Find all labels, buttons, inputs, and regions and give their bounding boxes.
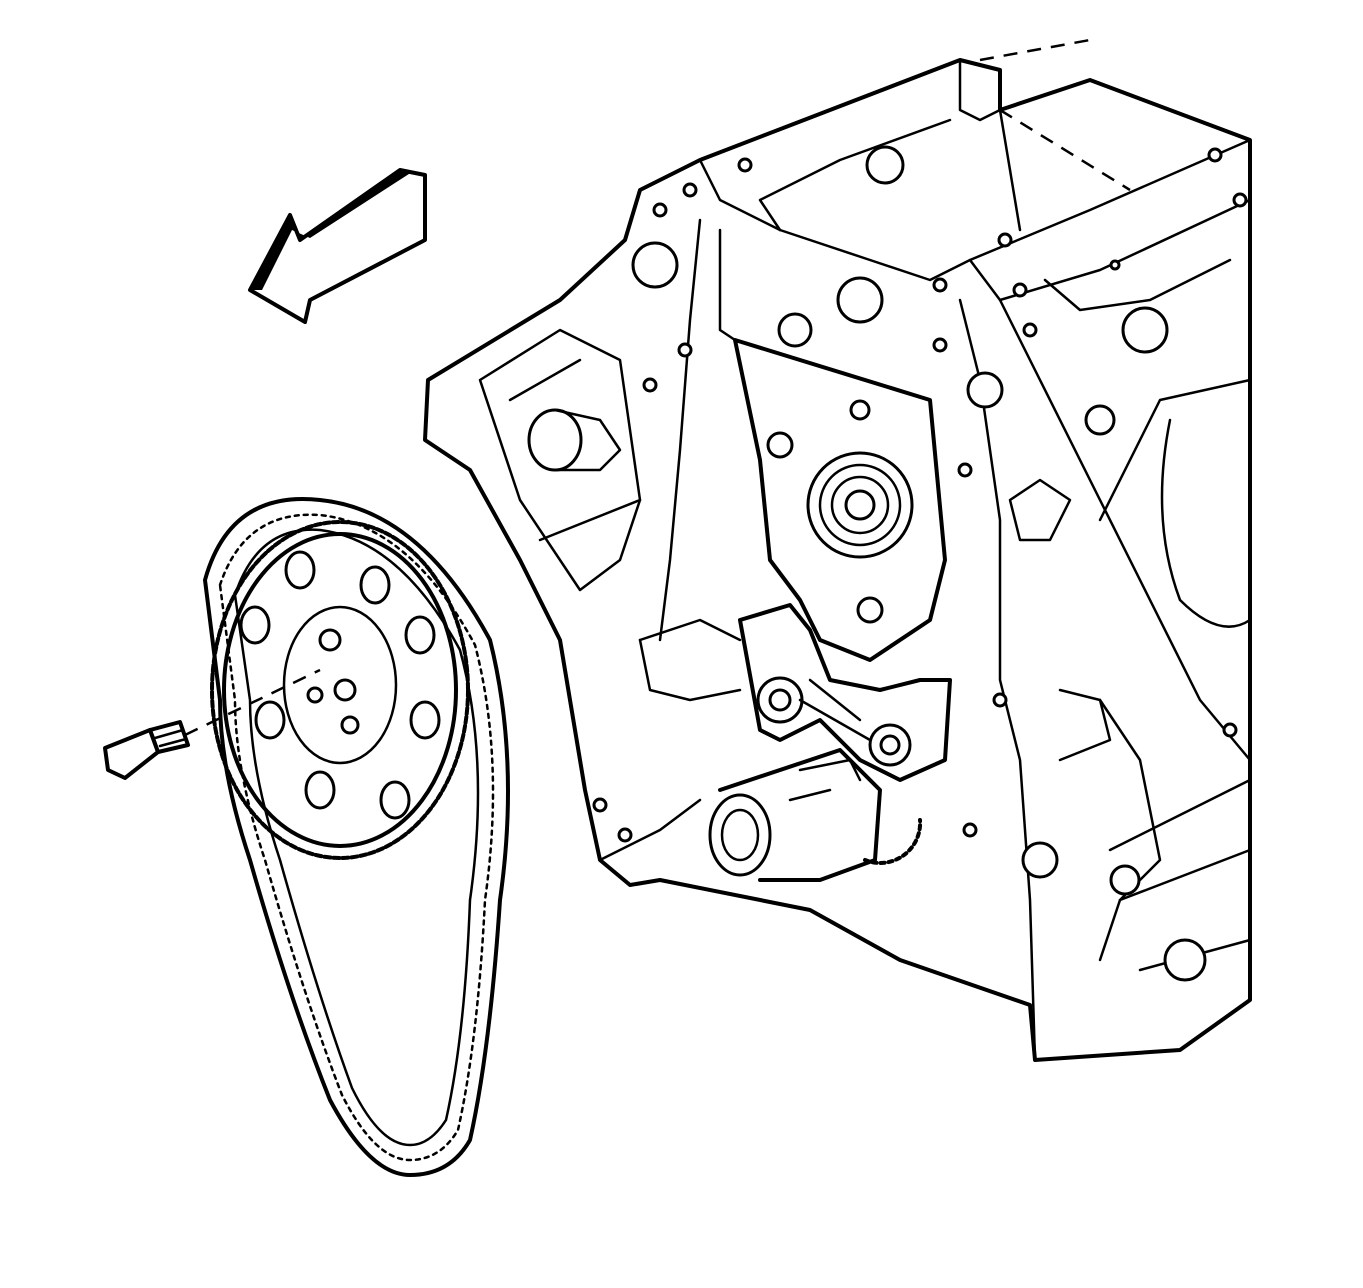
engine-block-front	[423, 38, 1252, 1062]
chain-tensioner	[738, 603, 952, 782]
sprocket-bolt	[103, 668, 321, 780]
timing-chain	[203, 497, 510, 1177]
direction-arrow	[248, 168, 427, 324]
camshaft-nose	[527, 408, 622, 472]
crankshaft-sprocket	[708, 748, 923, 882]
camshaft-sprocket	[210, 520, 470, 860]
